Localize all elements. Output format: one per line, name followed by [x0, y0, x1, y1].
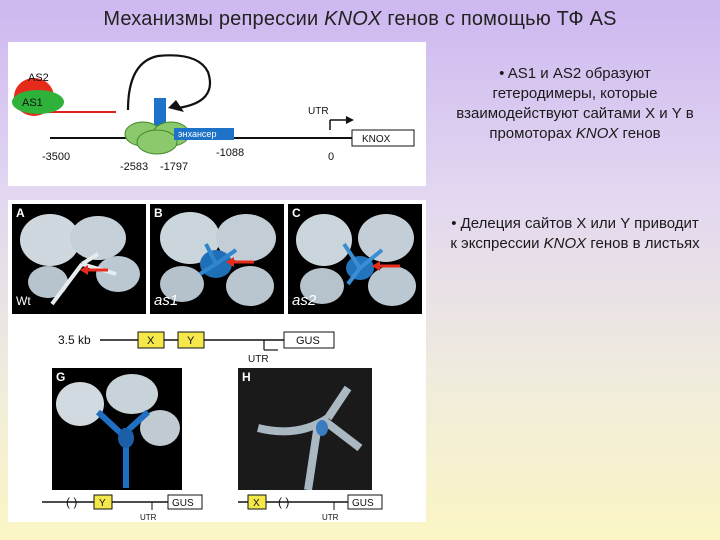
coord-label: -3500: [42, 151, 70, 163]
leaf-shape: [368, 266, 416, 306]
photo-h: H: [238, 368, 372, 490]
leaf-shape: [296, 214, 352, 266]
photo-letter: C: [292, 206, 301, 220]
leaf-shape: [358, 214, 414, 262]
title-italic: KNOX: [324, 8, 382, 30]
leaf-shape: [96, 256, 140, 292]
plant-photo-g: [56, 374, 180, 488]
red-arrowhead: [372, 261, 380, 271]
photo-g: G: [52, 368, 182, 490]
utr-label: UTR: [140, 513, 157, 522]
bullet-1-italic: KNOX: [575, 125, 619, 142]
page-title: Механизмы репрессии KNOX генов с помощью…: [0, 8, 720, 31]
stained-vein: [342, 242, 384, 286]
y-site-box: [177, 331, 205, 349]
plant-photo-a: [20, 214, 140, 306]
stained-vein: [198, 243, 238, 276]
utr-label: UTR: [248, 354, 269, 365]
leaf-shape: [106, 374, 158, 414]
expression-figure-panel: A Wt B as1 C as2: [8, 200, 426, 522]
leaf-shape: [300, 268, 344, 304]
leaf-shape: [140, 410, 180, 446]
knox-gene-label: KNOX: [362, 134, 391, 145]
photo-genotype: Wt: [16, 294, 31, 308]
plant-photo-b: [160, 212, 276, 306]
bullet-2-italic: KNOX: [543, 235, 587, 252]
photo-genotype: as2: [292, 292, 317, 309]
gus-stain: [118, 428, 134, 448]
bullet-1-suffix: генов: [618, 125, 661, 142]
as1-protein: [12, 90, 64, 114]
leaf-shape: [28, 266, 68, 298]
construct-diagram: 3.5 kb X Y UTR GUS: [58, 331, 335, 365]
x-site-label: X: [147, 335, 155, 347]
stem-shape: [257, 385, 363, 490]
deletion-marker: ( ): [66, 495, 77, 509]
plant-photo-c: [296, 214, 416, 306]
leaf-shape: [216, 214, 276, 262]
enhancer-box: [174, 128, 234, 140]
coord-label: -1797: [160, 161, 188, 173]
bullet-2-suffix: генов в листьях: [586, 235, 700, 252]
utr-arrowhead: [346, 116, 354, 124]
enhancer-label: энхансер: [178, 129, 216, 139]
coord-label: 0: [328, 151, 334, 163]
enhancer-protein-bottom: [136, 129, 178, 155]
bullet-text-2: • Делеция сайтов X или Y приводит к эксп…: [450, 214, 700, 254]
promoter-diagram: AS2 AS1 энхансер UTR KNOX -3500 -2583 -1…: [12, 54, 415, 173]
leaf-shape: [56, 382, 104, 426]
gus-stain: [316, 420, 328, 436]
stained-stem: [95, 409, 151, 488]
gus-box: [283, 331, 335, 349]
coord-label: -1088: [216, 147, 244, 159]
leaf-shape: [226, 266, 274, 306]
gus-label: GUS: [296, 335, 320, 347]
gus-label: GUS: [172, 498, 194, 509]
photo-b-as1: B as1: [150, 204, 284, 314]
gus-box: [347, 494, 383, 510]
x-site-box: [137, 331, 165, 349]
utr-label: UTR: [322, 513, 339, 522]
y-site-label: Y: [99, 498, 106, 509]
x-site-box: [247, 494, 267, 510]
loop-arrowhead: [168, 100, 184, 112]
gus-box: [167, 494, 203, 510]
dna-loop: [126, 54, 211, 111]
promoter-diagram-panel: AS2 AS1 энхансер UTR KNOX -3500 -2583 -1…: [8, 42, 426, 186]
photo-letter: G: [56, 370, 66, 384]
bullet-2-text: • Делеция сайтов X или Y приводит к эксп…: [450, 215, 699, 252]
photo-letter: B: [154, 206, 163, 220]
leaf-shape: [160, 266, 204, 302]
bullet-text-1: • AS1 и AS2 образуют гетеродимеры, котор…: [450, 64, 700, 144]
y-site-label: Y: [187, 335, 195, 347]
coord-label: -2583: [120, 161, 148, 173]
as1-label: AS1: [22, 97, 43, 109]
knox-gene-box: [351, 129, 415, 147]
photo-c-as2: C as2: [288, 204, 422, 314]
leaf-shape: [20, 214, 80, 266]
plant-photo-h: [238, 368, 372, 490]
photo-genotype: as1: [154, 292, 179, 309]
leaf-shape: [160, 212, 220, 264]
construct-size-label: 3.5 kb: [58, 333, 91, 347]
red-arrowhead: [80, 265, 88, 275]
title-suffix: генов с помощью ТФ AS: [381, 8, 617, 30]
photo-letter: A: [16, 206, 25, 220]
as2-label: AS2: [28, 72, 49, 84]
x-site-label: X: [253, 498, 260, 509]
leaf-shape: [70, 216, 126, 260]
y-site-box: [93, 494, 113, 510]
red-arrowhead: [226, 257, 234, 267]
bottom-constructs: ( ) Y UTR GUS X ( ) UTR GUS: [42, 494, 383, 522]
deletion-marker: ( ): [278, 495, 289, 509]
gus-label: GUS: [352, 498, 374, 509]
photo-letter: H: [242, 370, 251, 384]
title-prefix: Механизмы репрессии: [103, 8, 325, 30]
utr-label: UTR: [308, 106, 329, 117]
bullet-1-text: • AS1 и AS2 образуют гетеродимеры, котор…: [456, 65, 694, 142]
photo-a-wt: A Wt: [12, 204, 146, 314]
